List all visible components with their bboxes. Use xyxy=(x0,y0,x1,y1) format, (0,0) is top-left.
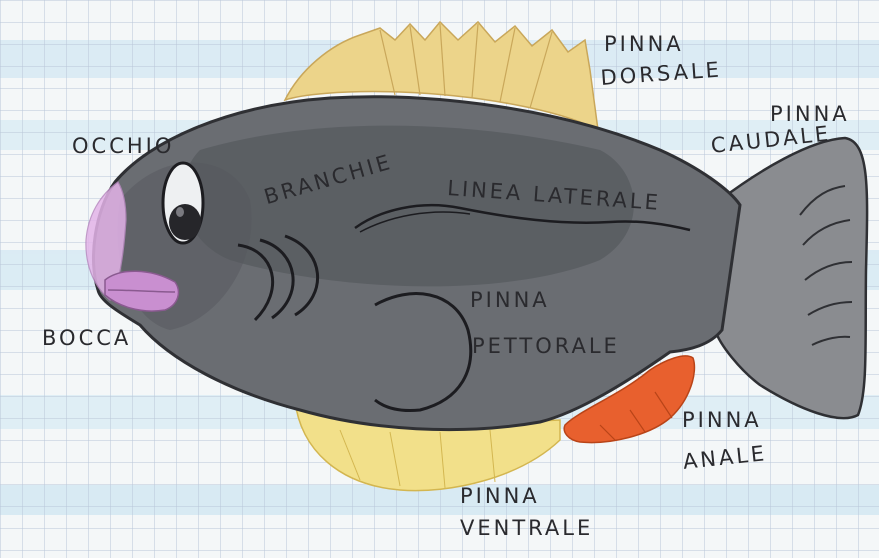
label-pinna-dorsale-line1: PINNA xyxy=(604,34,684,55)
eye-highlight xyxy=(176,207,184,217)
label-pinna-caudale-line1: PINNA xyxy=(770,104,850,125)
label-pinna-anale-line1: PINNA xyxy=(682,410,762,431)
label-pinna-ventrale-line2: VENTRALE xyxy=(460,518,593,539)
label-pinna-pettorale-line2: PETTORALE xyxy=(472,336,620,357)
label-pinna-ventrale-line1: PINNA xyxy=(460,486,540,507)
label-pinna-pettorale-line1: PINNA xyxy=(470,290,550,311)
label-bocca: BOCCA xyxy=(42,328,131,349)
eye-pupil xyxy=(169,204,201,240)
label-occhio: OCCHIO xyxy=(72,136,174,157)
